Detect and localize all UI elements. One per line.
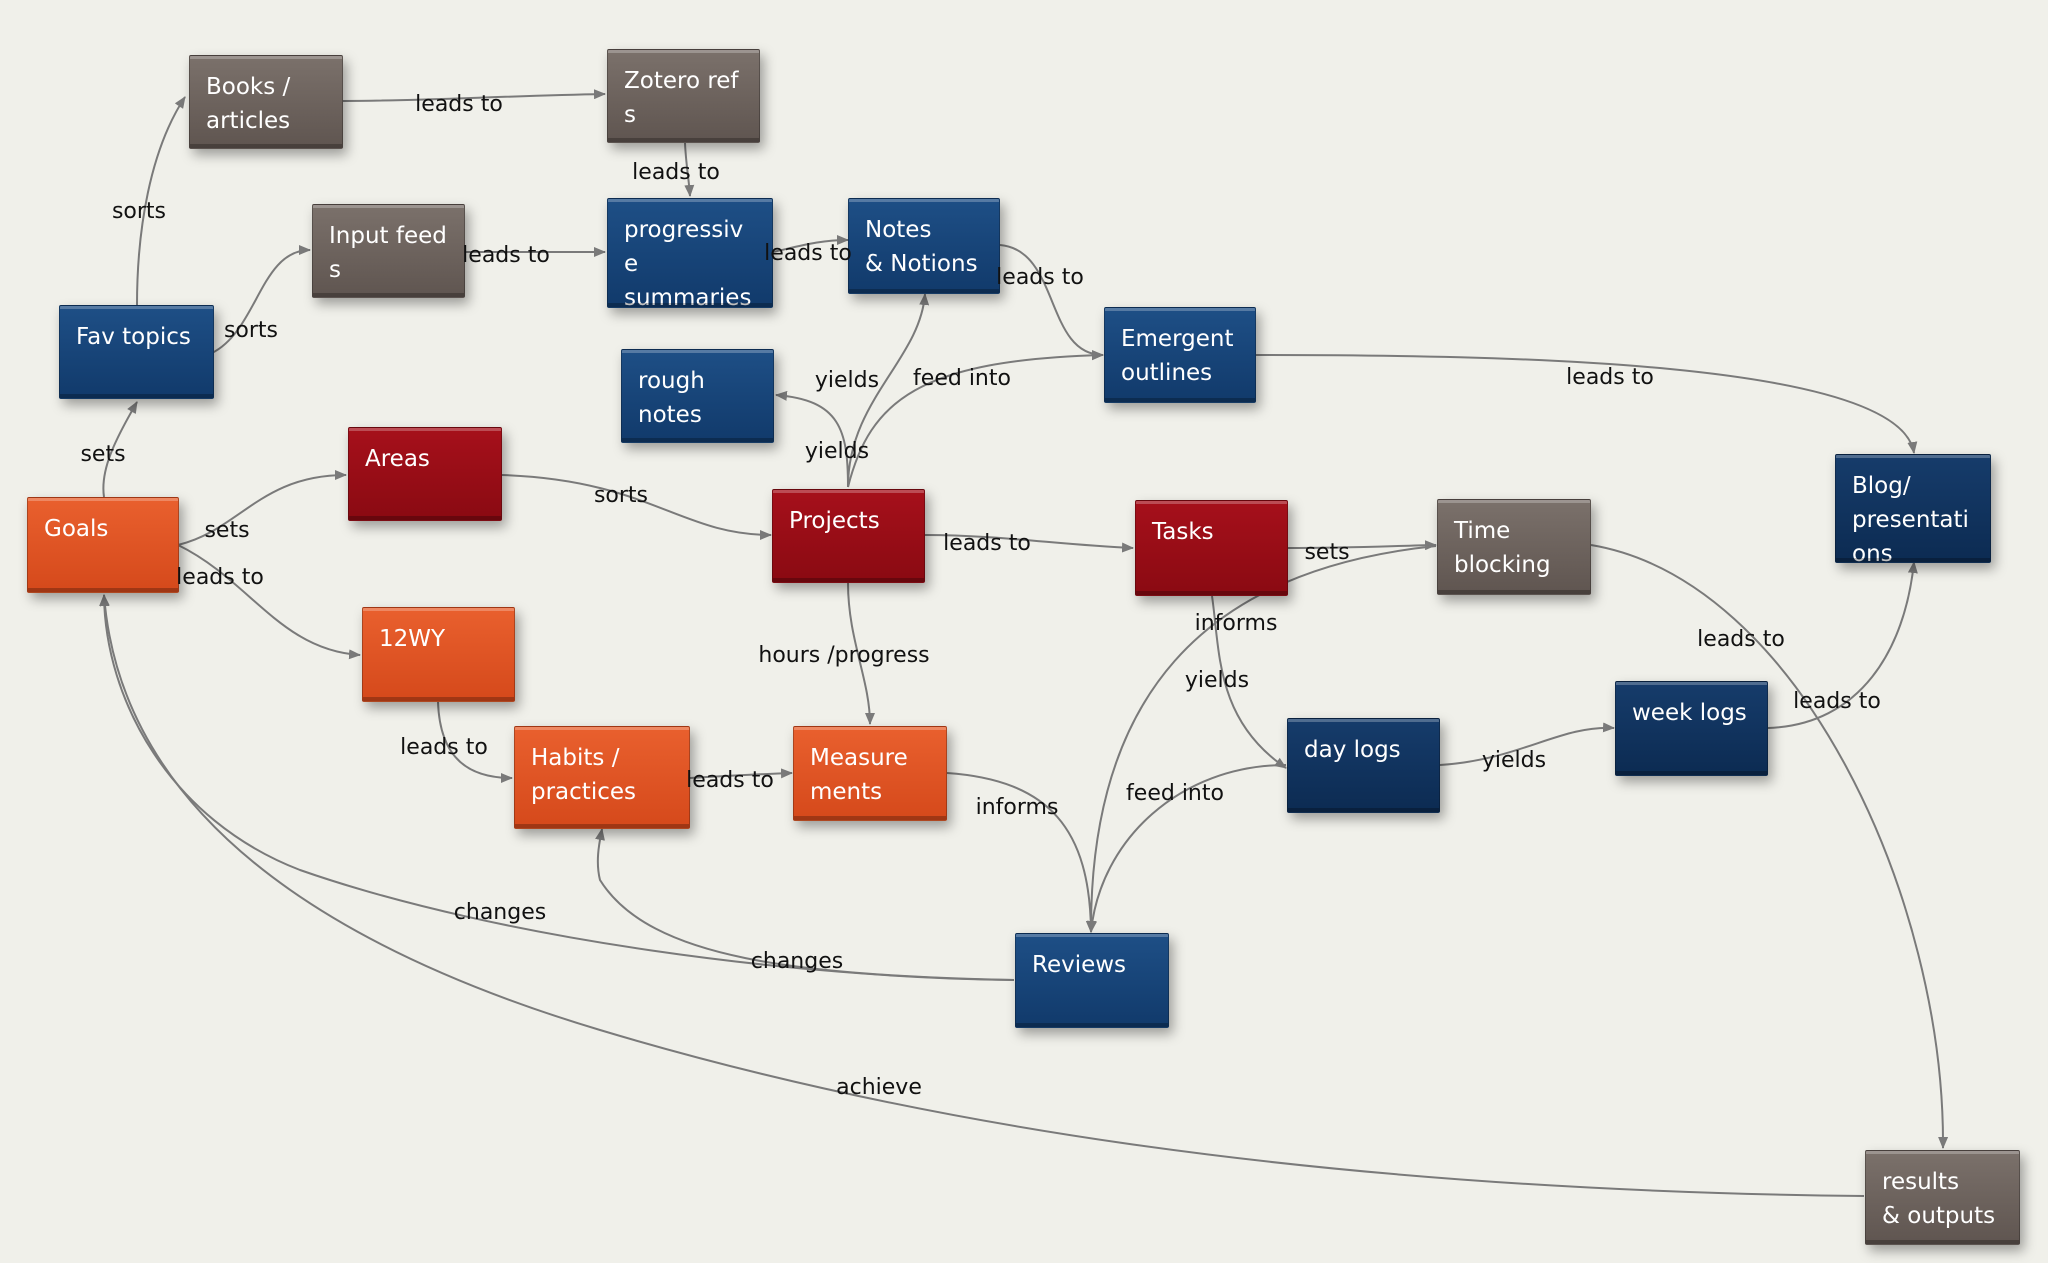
node-tasks[interactable]: Tasks bbox=[1135, 500, 1288, 596]
node-12wy[interactable]: 12WY bbox=[362, 607, 515, 702]
edge-label-projects-measurements: hours /progress bbox=[758, 643, 930, 668]
edge-daylogs-reviews bbox=[1087, 764, 1287, 933]
edge-label-projects-emergent: feed into bbox=[913, 366, 1011, 391]
node-rough-notes[interactable]: rough notes bbox=[621, 349, 774, 443]
edge-books-zotero bbox=[342, 89, 606, 102]
edge-label-results-goals: achieve bbox=[836, 1075, 922, 1100]
edge-tasks-reviews bbox=[1085, 545, 1437, 933]
edge-label-tasks-reviews: informs bbox=[1194, 611, 1278, 636]
edge-goals-12wy bbox=[177, 544, 361, 660]
edge-12wy-habits bbox=[437, 701, 513, 783]
edge-fav-input bbox=[211, 245, 311, 354]
edge-label-notes-emergent: leads to bbox=[996, 265, 1084, 290]
edge-results-goals bbox=[99, 594, 1865, 1197]
edge-label-input-progressive: leads to bbox=[462, 243, 550, 268]
node-books-articles[interactable]: Books / articles bbox=[189, 55, 343, 149]
edge-label-zotero-progressive: leads to bbox=[632, 160, 720, 185]
node-progressive-summaries[interactable]: progressive summaries bbox=[607, 198, 773, 308]
edge-label-projects-tasks: leads to bbox=[943, 531, 1031, 556]
edge-label-12wy-habits: leads to bbox=[400, 735, 488, 760]
node-goals[interactable]: Goals bbox=[27, 497, 179, 593]
edge-projects-emergent bbox=[847, 350, 1104, 488]
edge-projects-rough bbox=[775, 390, 849, 488]
node-input-feeds[interactable]: Input feeds bbox=[312, 204, 465, 298]
edge-weeklogs-blog bbox=[1767, 561, 1918, 729]
edge-label-weeklogs-blog: leads to bbox=[1793, 689, 1881, 714]
edge-goals-areas bbox=[177, 470, 347, 546]
edge-areas-projects bbox=[501, 474, 772, 540]
edge-goals-fav bbox=[102, 401, 138, 498]
node-measurements[interactable]: Measurements bbox=[793, 726, 947, 821]
edge-zotero-progressive bbox=[684, 142, 695, 197]
edge-label-timeblocking-results: leads to bbox=[1697, 627, 1785, 652]
node-day-logs[interactable]: day logs bbox=[1287, 718, 1440, 813]
edge-label-daylogs-reviews: feed into bbox=[1126, 781, 1224, 806]
edge-measurements-reviews bbox=[946, 772, 1096, 933]
edge-label-daylogs-weeklogs: yields bbox=[1481, 748, 1547, 773]
node-habits-practices[interactable]: Habits / practices bbox=[514, 726, 690, 829]
edge-label-books-zotero: leads to bbox=[415, 92, 503, 117]
edge-label-measurements-reviews: informs bbox=[975, 795, 1059, 820]
node-fav-topics[interactable]: Fav topics bbox=[59, 305, 214, 399]
edge-label-fav-books: sorts bbox=[111, 199, 167, 224]
node-notes-notions[interactable]: Notes & Notions bbox=[848, 198, 1000, 294]
edge-label-habits-measurements: leads to bbox=[686, 768, 774, 793]
node-time-blocking[interactable]: Time blocking bbox=[1437, 499, 1591, 595]
edge-emergent-blog bbox=[1255, 354, 1918, 454]
edge-tasks-timeblocking bbox=[1287, 540, 1437, 551]
edge-label-emergent-blog: leads to bbox=[1566, 365, 1654, 390]
edge-label-goals-areas: sets bbox=[204, 518, 250, 543]
node-zotero-refs[interactable]: Zotero refs bbox=[607, 49, 760, 143]
edge-label-projects-notes: yields bbox=[804, 439, 870, 464]
edge-label-reviews-goals: changes bbox=[453, 900, 547, 925]
edge-label-tasks-daylogs: yields bbox=[1184, 668, 1250, 693]
node-areas[interactable]: Areas bbox=[348, 427, 502, 521]
edge-label-projects-rough: yields bbox=[814, 368, 880, 393]
edge-progressive-notes bbox=[772, 235, 849, 253]
node-reviews[interactable]: Reviews bbox=[1015, 933, 1169, 1028]
edge-label-reviews-habits: changes bbox=[750, 949, 844, 974]
edge-label-goals-12wy: leads to bbox=[176, 565, 264, 590]
edge-daylogs-weeklogs bbox=[1439, 722, 1615, 766]
edge-fav-books bbox=[136, 96, 186, 306]
edge-tasks-daylogs bbox=[1211, 595, 1287, 769]
edge-label-progressive-notes: leads to bbox=[764, 241, 852, 266]
node-results-outputs[interactable]: results & outputs bbox=[1865, 1150, 2020, 1245]
edge-timeblocking-results bbox=[1590, 544, 1949, 1149]
edge-label-goals-fav: sets bbox=[80, 442, 126, 467]
edge-projects-measurements bbox=[847, 582, 875, 725]
node-projects[interactable]: Projects bbox=[772, 489, 925, 583]
edge-label-areas-projects: sorts bbox=[593, 483, 649, 508]
edge-projects-notes bbox=[847, 293, 930, 488]
edge-projects-tasks bbox=[924, 534, 1134, 553]
edge-habits-measurements bbox=[689, 768, 793, 779]
edge-label-fav-input: sorts bbox=[223, 318, 279, 343]
node-emergent-outlines[interactable]: Emergent outlines bbox=[1104, 307, 1256, 403]
node-blog-presentations[interactable]: Blog/ presentations bbox=[1835, 454, 1991, 563]
edge-label-tasks-timeblocking: sets bbox=[1304, 540, 1350, 565]
node-week-logs[interactable]: week logs bbox=[1615, 681, 1768, 776]
edge-reviews-habits bbox=[595, 828, 1015, 981]
edge-notes-emergent bbox=[999, 244, 1104, 360]
